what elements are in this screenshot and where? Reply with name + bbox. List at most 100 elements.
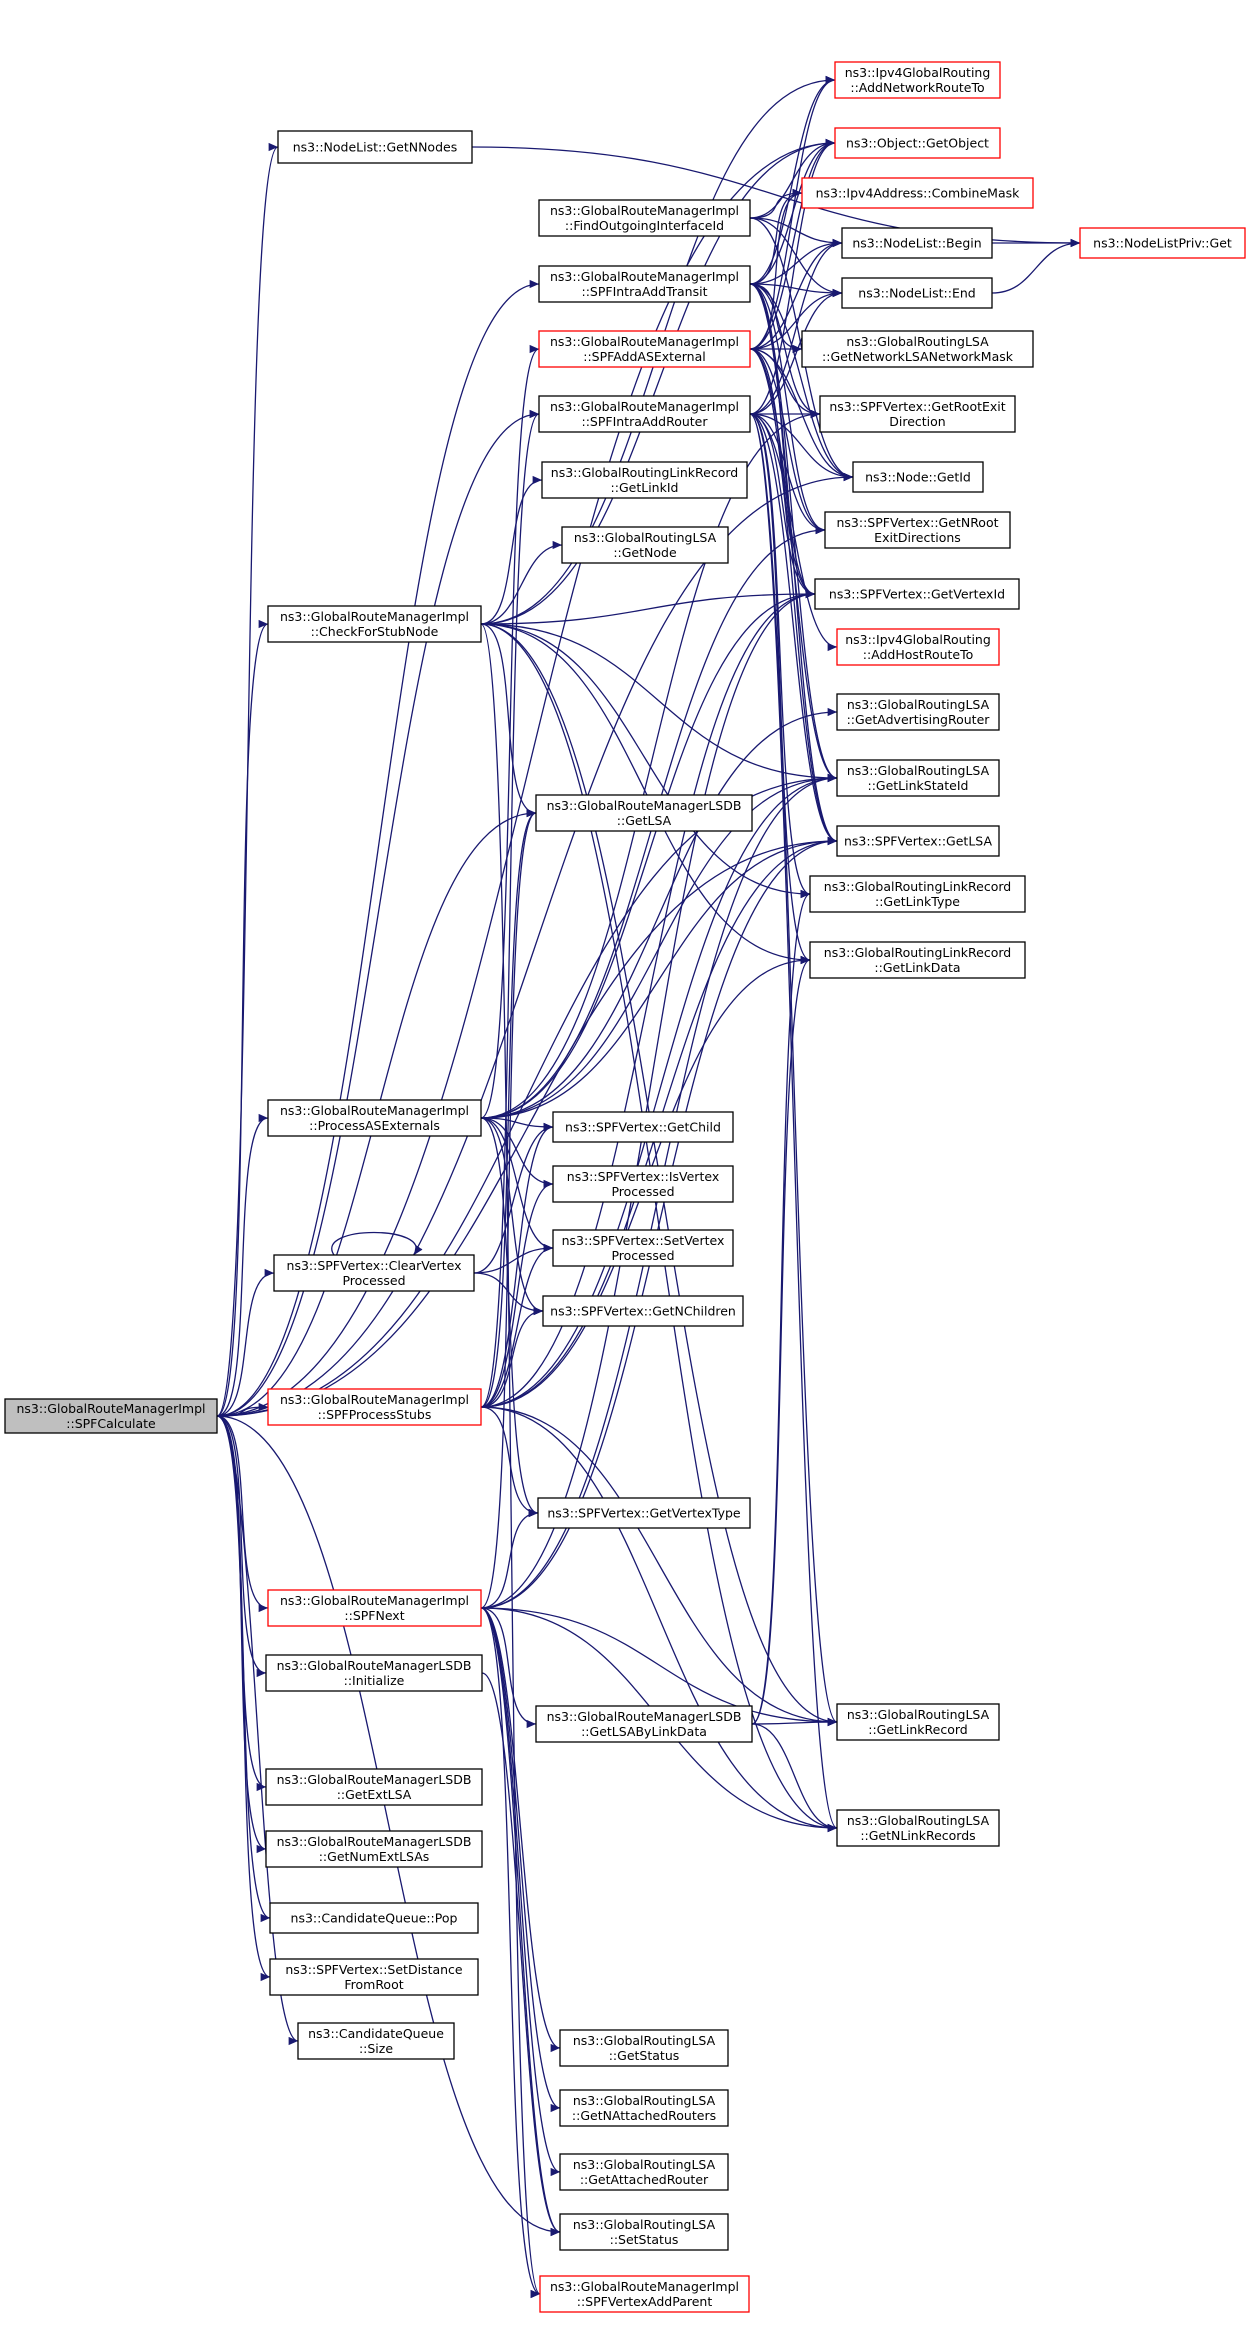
node-getlsabylink[interactable]: ns3::GlobalRouteManagerLSDB::GetLSAByLin… (535, 1705, 753, 1743)
node-findout[interactable]: ns3::GlobalRouteManagerImpl::FindOutgoin… (538, 199, 751, 237)
node-getobject[interactable]: ns3::Object::GetObject (834, 127, 1001, 159)
node-linkstateid[interactable]: ns3::GlobalRoutingLSA::GetLinkStateId (836, 759, 1000, 797)
node-box (561, 526, 729, 564)
node-nlinkrecords[interactable]: ns3::GlobalRoutingLSA::GetNLinkRecords (836, 1809, 1000, 1847)
node-getvertextype[interactable]: ns3::SPFVertex::GetVertexType (537, 1497, 751, 1529)
edge-spfcalc-to-cqpop (216, 1415, 271, 1923)
node-linkdata[interactable]: ns3::GlobalRoutingLinkRecord::GetLinkDat… (809, 941, 1026, 979)
node-label: ns3::GlobalRoutingLinkRecord (824, 879, 1011, 894)
node-label: Processed (611, 1248, 674, 1263)
edge-processstubs-to-isvertex (480, 1179, 554, 1408)
edge-spfnext-to-lsagetstatus (480, 1607, 561, 2053)
node-vgetlsa[interactable]: ns3::SPFVertex::GetLSA (836, 825, 1000, 857)
node-nlbegin[interactable]: ns3::NodeList::Begin (841, 227, 993, 259)
node-lsasetstatus[interactable]: ns3::GlobalRoutingLSA::SetStatus (559, 2213, 729, 2251)
node-label: ::SetStatus (610, 2232, 679, 2247)
node-label: ns3::Object::GetObject (846, 136, 989, 151)
node-nlend[interactable]: ns3::NodeList::End (841, 277, 993, 309)
node-label: Direction (889, 414, 945, 429)
node-spfcalc[interactable]: ns3::GlobalRouteManagerImpl::SPFCalculat… (4, 1398, 218, 1434)
node-label: ns3::GlobalRoutingLSA (573, 2033, 716, 2048)
node-linkrecid[interactable]: ns3::GlobalRoutingLinkRecord::GetLinkId (541, 461, 748, 499)
edge-intrarouter-to-vgetlsa (749, 413, 838, 846)
node-getextlsa[interactable]: ns3::GlobalRouteManagerLSDB::GetExtLSA (265, 1768, 483, 1806)
node-lsdbgetlsa[interactable]: ns3::GlobalRouteManagerLSDB::GetLSA (535, 794, 753, 832)
node-box (834, 127, 1001, 159)
node-box (267, 1388, 482, 1426)
node-linktype[interactable]: ns3::GlobalRoutingLinkRecord::GetLinkTyp… (809, 875, 1026, 913)
node-box (273, 1254, 475, 1292)
node-advrouter[interactable]: ns3::GlobalRoutingLSA::GetAdvertisingRou… (836, 693, 1000, 731)
node-label: ExitDirections (874, 530, 961, 545)
node-processasext[interactable]: ns3::GlobalRouteManagerImpl::ProcessASEx… (267, 1099, 482, 1137)
node-getlinkrecord[interactable]: ns3::GlobalRoutingLSA::GetLinkRecord (836, 1703, 1000, 1741)
node-nlpget[interactable]: ns3::NodeListPriv::Get (1079, 227, 1246, 259)
node-getnchildren[interactable]: ns3::SPFVertex::GetNChildren (542, 1295, 744, 1327)
edge-clearvertex-to-getchild (473, 1122, 554, 1274)
node-addnetroute[interactable]: ns3::Ipv4GlobalRouting::AddNetworkRouteT… (834, 61, 1001, 99)
edge-getlsabylink-to-nlinkrecords (751, 1723, 838, 1833)
node-combinemask[interactable]: ns3::Ipv4Address::CombineMask (801, 177, 1034, 209)
edges-layer (216, 75, 1081, 2298)
node-label: ns3::GlobalRouteManagerImpl (550, 203, 739, 218)
node-getnattached[interactable]: ns3::GlobalRoutingLSA::GetNAttachedRoute… (559, 2089, 729, 2127)
node-label: ns3::GlobalRouteManagerLSDB (547, 1709, 742, 1724)
node-netmask[interactable]: ns3::GlobalRoutingLSA::GetNetworkLSANetw… (801, 330, 1034, 368)
node-label: ::GetLinkData (874, 960, 960, 975)
node-addasext[interactable]: ns3::GlobalRouteManagerImpl::SPFAddASExt… (538, 330, 751, 368)
edge-processstubs-to-vertexid (480, 589, 816, 1408)
node-vertexid[interactable]: ns3::SPFVertex::GetVertexId (814, 578, 1020, 610)
node-label: ::GetNAttachedRouters (572, 2108, 716, 2123)
node-getchild[interactable]: ns3::SPFVertex::GetChild (552, 1111, 734, 1143)
node-label: ns3::GlobalRoutingLSA (846, 334, 989, 349)
node-label: ::GetNumExtLSAs (319, 1849, 430, 1864)
node-getattached[interactable]: ns3::GlobalRoutingLSA::GetAttachedRouter (559, 2153, 729, 2191)
edge-checkstub-to-getobject (480, 138, 836, 625)
node-box (538, 265, 751, 303)
node-processstubs[interactable]: ns3::GlobalRouteManagerImpl::SPFProcessS… (267, 1388, 482, 1426)
node-lsagetnode[interactable]: ns3::GlobalRoutingLSA::GetNode (561, 526, 729, 564)
node-getnnodes[interactable]: ns3::NodeList::GetNNodes (277, 130, 473, 164)
node-label: ns3::GlobalRouteManagerImpl (280, 1593, 469, 1608)
node-intrarouter[interactable]: ns3::GlobalRouteManagerImpl::SPFIntraAdd… (538, 395, 751, 433)
node-label: ns3::GlobalRouteManagerImpl (550, 2279, 739, 2294)
node-label: ns3::Node::GetId (865, 470, 971, 485)
edge-nlend-to-nlpget (991, 238, 1081, 294)
node-box (535, 794, 753, 832)
edge-addasext-to-combinemask (749, 188, 803, 350)
edge-processasext-to-advrouter (480, 707, 838, 1119)
nodes-layer: ns3::GlobalRouteManagerImpl::SPFCalculat… (4, 61, 1246, 2313)
node-box (824, 511, 1011, 549)
node-cqsize[interactable]: ns3::CandidateQueue::Size (297, 2022, 455, 2060)
node-lsagetstatus[interactable]: ns3::GlobalRoutingLSA::GetStatus (559, 2029, 729, 2067)
node-addparent[interactable]: ns3::GlobalRouteManagerImpl::SPFVertexAd… (539, 2275, 750, 2313)
edge-processasext-to-vertexid (480, 589, 816, 1119)
node-box (559, 2089, 729, 2127)
node-label: FromRoot (344, 1977, 403, 1992)
edge-intrarouter-to-nlend (749, 288, 843, 415)
node-label: ::GetNode (613, 545, 677, 560)
node-box (841, 277, 993, 309)
node-cqpop[interactable]: ns3::CandidateQueue::Pop (269, 1902, 479, 1934)
node-lsdbinit[interactable]: ns3::GlobalRouteManagerLSDB::Initialize (265, 1654, 483, 1692)
node-getnumextlsas[interactable]: ns3::GlobalRouteManagerLSDB::GetNumExtLS… (265, 1830, 483, 1868)
node-label: ns3::SPFVertex::GetVertexType (547, 1506, 741, 1521)
node-spfnext[interactable]: ns3::GlobalRouteManagerImpl::SPFNext (267, 1589, 482, 1627)
node-label: ::CheckForStubNode (311, 624, 439, 639)
node-intratransit[interactable]: ns3::GlobalRouteManagerImpl::SPFIntraAdd… (538, 265, 751, 303)
node-label: ns3::SPFVertex::SetDistance (285, 1962, 463, 1977)
edge-intratransit-to-nodegetid (749, 283, 854, 482)
edge-intrarouter-to-linkdata (749, 413, 811, 965)
node-label: ns3::GlobalRoutingLSA (573, 2093, 716, 2108)
node-label: ::SPFProcessStubs (318, 1407, 432, 1422)
node-checkstub[interactable]: ns3::GlobalRouteManagerImpl::CheckForStu… (267, 605, 482, 643)
node-box (538, 395, 751, 433)
node-nodegetid[interactable]: ns3::Node::GetId (852, 461, 984, 493)
node-addhostroute[interactable]: ns3::Ipv4GlobalRouting::AddHostRouteTo (836, 628, 1000, 666)
